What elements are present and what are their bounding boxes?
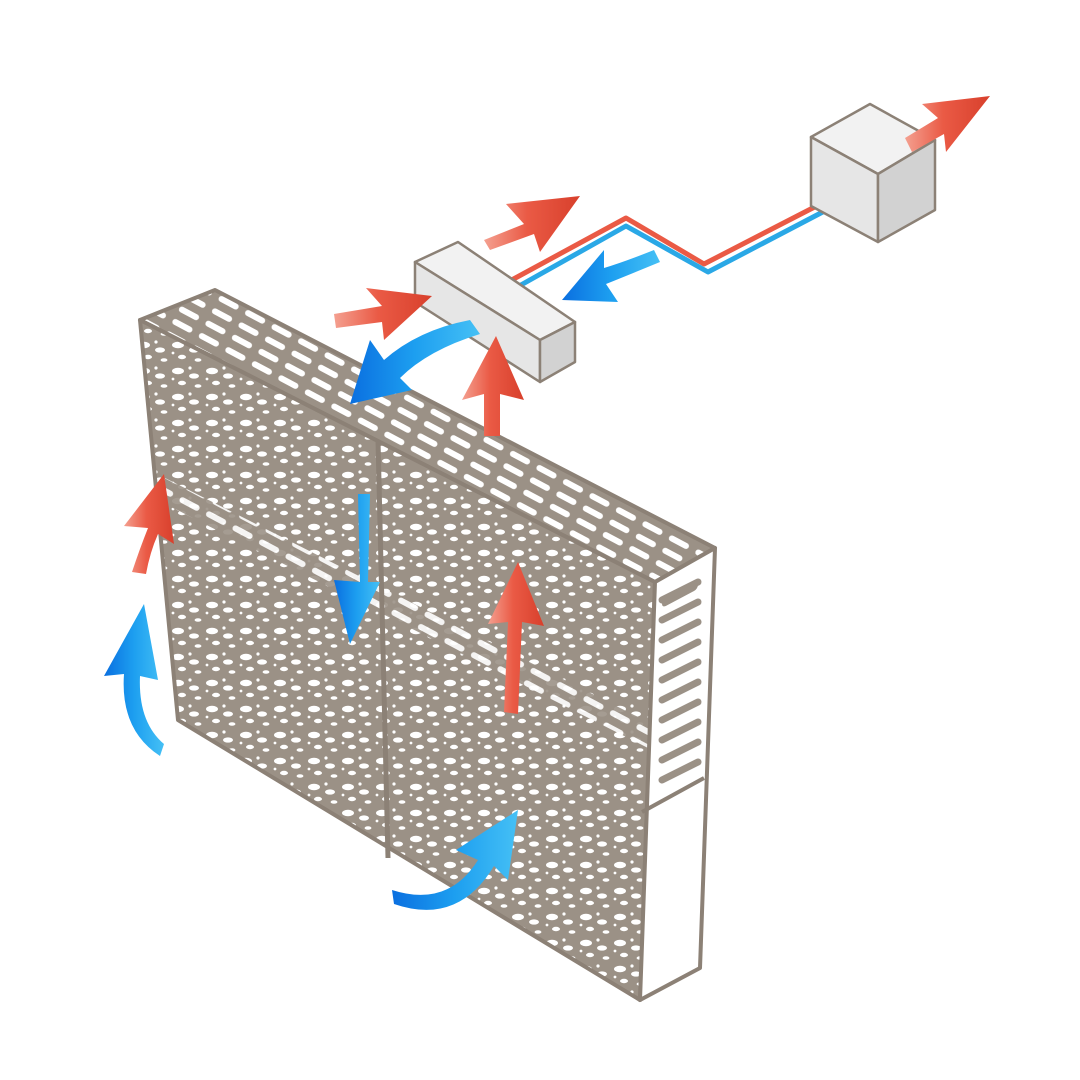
hot-arrow-outdoor-exhaust xyxy=(905,96,990,152)
pipe-cold-line xyxy=(509,201,841,293)
wall-middle-rail xyxy=(165,478,648,748)
wall-side-split xyxy=(641,776,705,814)
cold-arrow-unit-to-wall xyxy=(350,320,480,404)
cold-arrow-wall-center-down xyxy=(334,494,380,644)
pipe-hot-line xyxy=(505,193,839,285)
wall-side-ribs xyxy=(658,578,702,784)
outdoor-unit xyxy=(809,102,937,244)
refrigerant-pipe xyxy=(505,193,841,293)
hot-arrow-wall-rise-top xyxy=(462,336,524,436)
hot-air-arrows xyxy=(124,96,990,714)
hot-arrow-wall-center-rise xyxy=(488,562,544,714)
cold-arrow-wall-bottom-intake xyxy=(392,810,518,910)
cold-arrow-unit-return xyxy=(562,250,660,302)
cold-arrow-wall-left-intake xyxy=(104,604,164,756)
cube-side-face xyxy=(876,138,937,244)
hot-arrow-unit-exhaust xyxy=(484,196,580,252)
hot-arrow-wall-left-rise xyxy=(124,474,174,574)
wall-seam-left xyxy=(375,439,391,859)
hot-arrow-unit-intake xyxy=(334,288,432,340)
unit-side-face xyxy=(538,320,577,384)
cold-air-arrows xyxy=(104,250,660,910)
heat-exchanger-unit xyxy=(413,240,577,384)
porous-wall xyxy=(138,288,717,1002)
